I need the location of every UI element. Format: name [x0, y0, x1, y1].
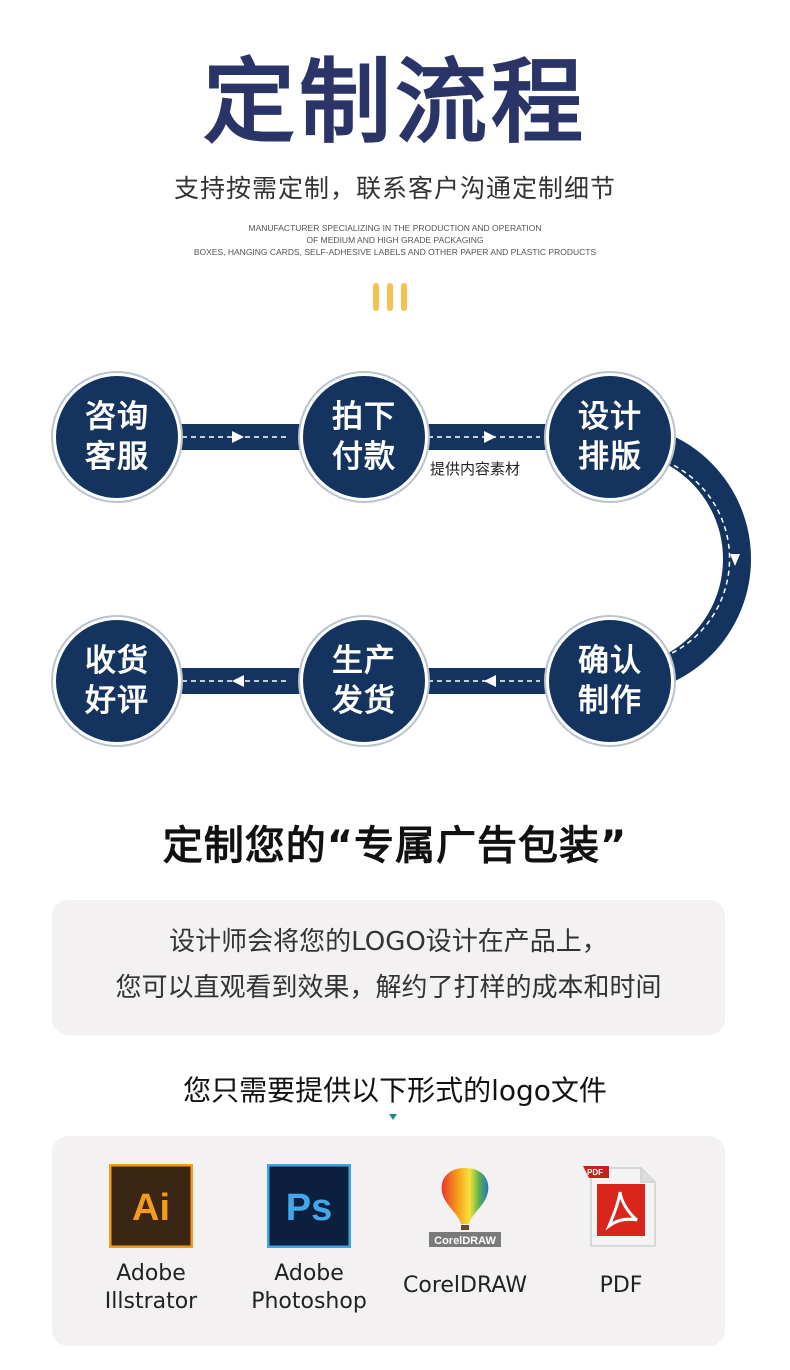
step-label-line: 排版 [578, 439, 642, 475]
step-label-line: 好评 [85, 683, 149, 719]
step-label-line: 生产 [332, 643, 396, 679]
step-label-line: 设计 [578, 399, 642, 435]
format-label: PDF [599, 1273, 643, 1298]
section-title: 您只需要提供以下形式的logo文件 [183, 1074, 607, 1107]
english-line: OF MEDIUM AND HIGH GRADE PACKAGING [306, 235, 484, 245]
english-line: MANUFACTURER SPECIALIZING IN THE PRODUCT… [248, 223, 542, 233]
process-flow: 咨询 客服 拍下 付款 设计 排版 确认 制作 生产 发货 收货 好评 提供内容… [0, 370, 790, 760]
english-tagline: MANUFACTURER SPECIALIZING IN THE PRODUCT… [0, 222, 790, 258]
format-label: CorelDRAW [403, 1273, 527, 1298]
svg-text:CorelDRAW: CorelDRAW [434, 1235, 496, 1247]
svg-text:PDF: PDF [587, 1168, 603, 1177]
step-label-line: 制作 [578, 683, 642, 719]
step-label-line: 发货 [332, 683, 396, 719]
step-label-line: 付款 [332, 439, 396, 475]
svg-text:Ai: Ai [132, 1187, 170, 1229]
decorative-bars-icon [373, 283, 417, 311]
section-title: 定制您的“专属广告包装” [162, 823, 628, 869]
pdf-icon: PDF [583, 1166, 656, 1247]
page-subtitle: 支持按需定制，联系客户沟通定制细节 [173, 174, 616, 203]
arrow-left-icon [484, 675, 496, 687]
description-line: 设计师会将您的LOGO设计在产品上， [169, 927, 608, 957]
page-title: 定制流程 [202, 49, 587, 156]
step-label-line: 客服 [85, 439, 149, 475]
step-receive-review: 收货 好评 [53, 617, 181, 745]
adobe-illustrator-icon: Ai [109, 1164, 193, 1248]
flow-note: 提供内容素材 [430, 460, 521, 478]
arrow-left-icon [232, 675, 244, 687]
format-label: Photoshop [251, 1289, 367, 1314]
connector-dash [639, 453, 731, 655]
format-label: Adobe [274, 1261, 344, 1286]
step-label-line: 咨询 [85, 399, 149, 435]
arrow-right-icon [484, 431, 496, 443]
pointer-triangle-icon [389, 1114, 397, 1120]
description-line: 您可以直观看到效果，解约了打样的成本和时间 [115, 973, 662, 1003]
english-line: BOXES, HANGING CARDS, SELF-ADHESIVE LABE… [193, 247, 597, 257]
adobe-photoshop-icon: Ps [267, 1164, 351, 1248]
description-box: 设计师会将您的LOGO设计在产品上， 您可以直观看到效果，解约了打样的成本和时间 [52, 900, 725, 1035]
step-production-ship: 生产 发货 [300, 617, 428, 745]
step-order-pay: 拍下 付款 [300, 373, 428, 501]
format-label: Illstrator [104, 1289, 198, 1314]
step-label-line: 确认 [578, 643, 642, 679]
coreldraw-icon: CorelDRAW [429, 1168, 501, 1247]
arrow-right-icon [232, 431, 244, 443]
step-label-line: 拍下 [332, 399, 396, 435]
svg-text:Ps: Ps [286, 1187, 332, 1229]
format-label: Adobe [116, 1261, 186, 1286]
step-consult: 咨询 客服 [53, 373, 181, 501]
step-label-line: 收货 [85, 643, 149, 679]
arrow-down-icon [730, 554, 740, 566]
step-confirm-produce: 确认 制作 [546, 617, 674, 745]
step-design-layout: 设计 排版 [546, 373, 674, 501]
